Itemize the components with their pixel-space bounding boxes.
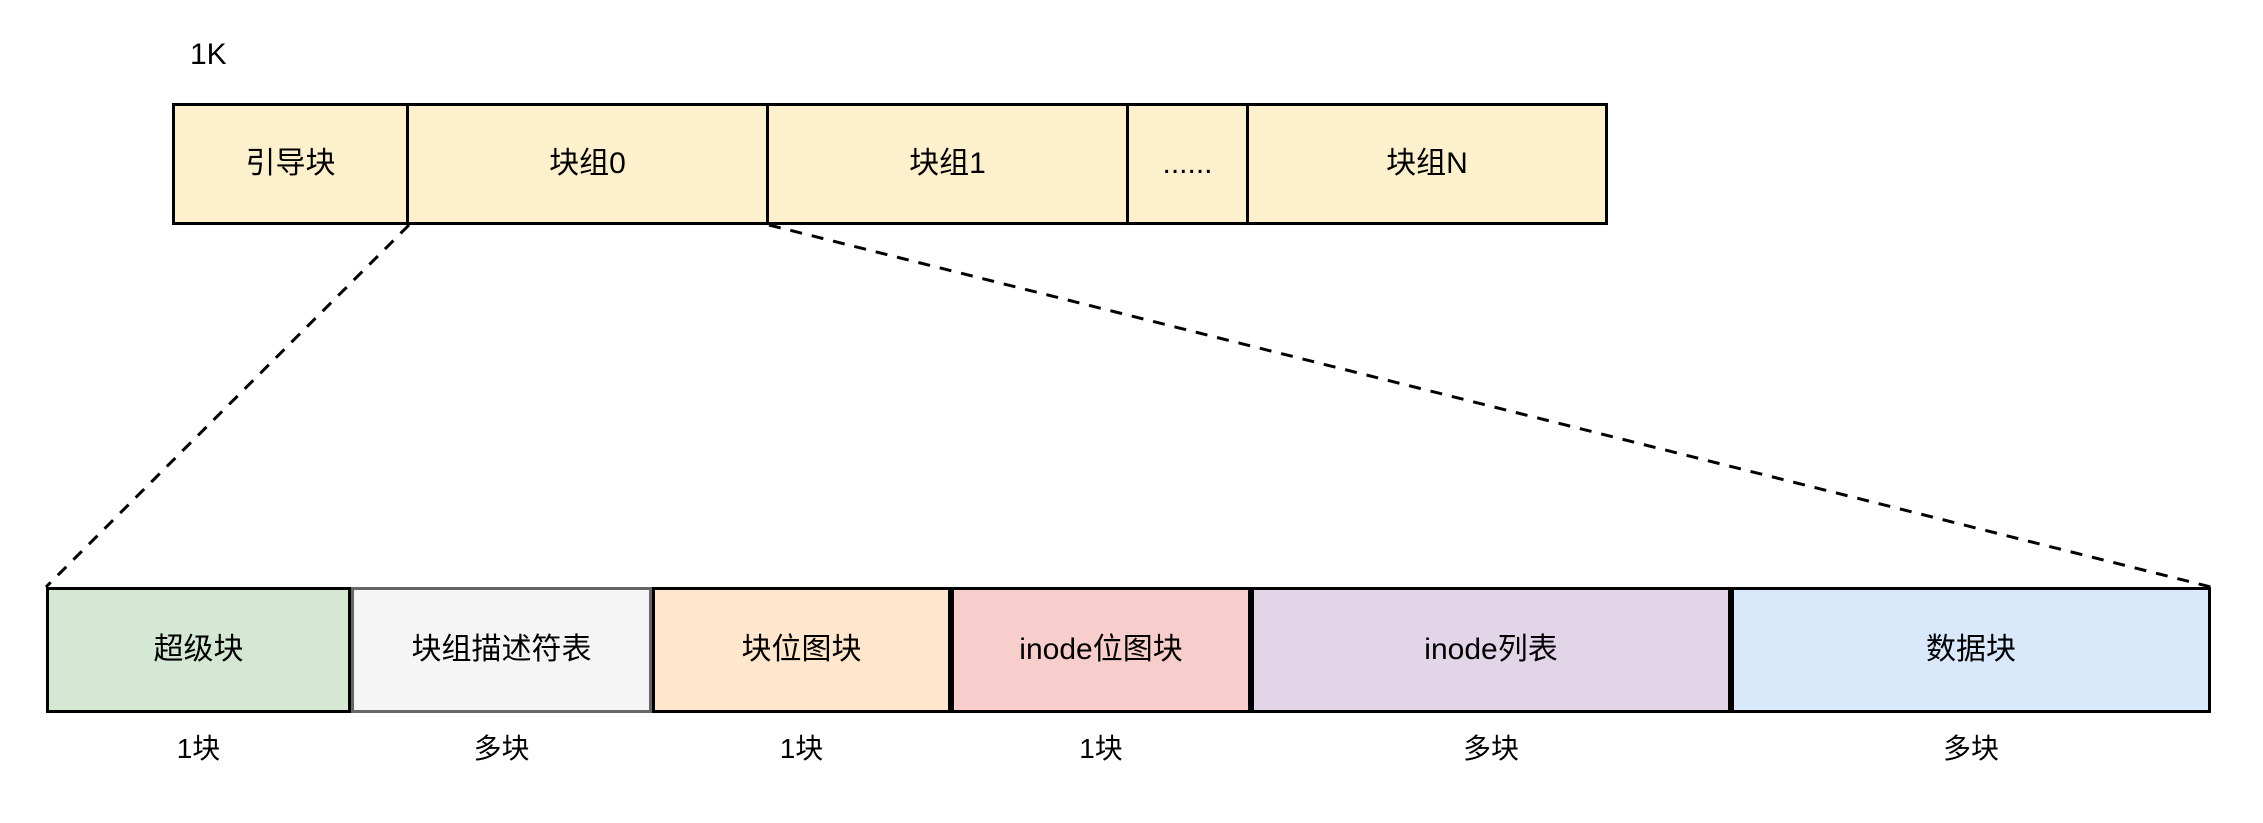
- caption-data-blocks: 多块: [1942, 733, 1999, 764]
- caption-superblock: 1块: [176, 733, 221, 764]
- disk-block-boot[interactable]: 引导块: [172, 103, 409, 225]
- caption-inode-bitmap: 1块: [1079, 733, 1123, 764]
- group-block-data-blocks[interactable]: 数据块: [1731, 587, 2211, 713]
- disk-block-group-0[interactable]: 块组0: [409, 103, 769, 225]
- disk-block-boot-label: 引导块: [245, 147, 336, 180]
- disk-block-group-ellipsis: ......: [1129, 103, 1249, 225]
- caption-inode-table: 多块: [1462, 733, 1519, 764]
- disk-block-group-ellipsis-label: ......: [1162, 147, 1213, 180]
- caption-block-bitmap: 1块: [779, 733, 824, 764]
- disk-block-group-0-label: 块组0: [549, 147, 626, 180]
- disk-block-group-1[interactable]: 块组1: [769, 103, 1129, 225]
- size-caption-1k: 1K: [190, 38, 227, 71]
- disk-block-group-1-label: 块组1: [909, 147, 986, 180]
- disk-block-group-n[interactable]: 块组N: [1249, 103, 1608, 225]
- disk-block-group-n-label: 块组N: [1386, 147, 1468, 180]
- caption-group-descriptor-table: 多块: [473, 733, 530, 764]
